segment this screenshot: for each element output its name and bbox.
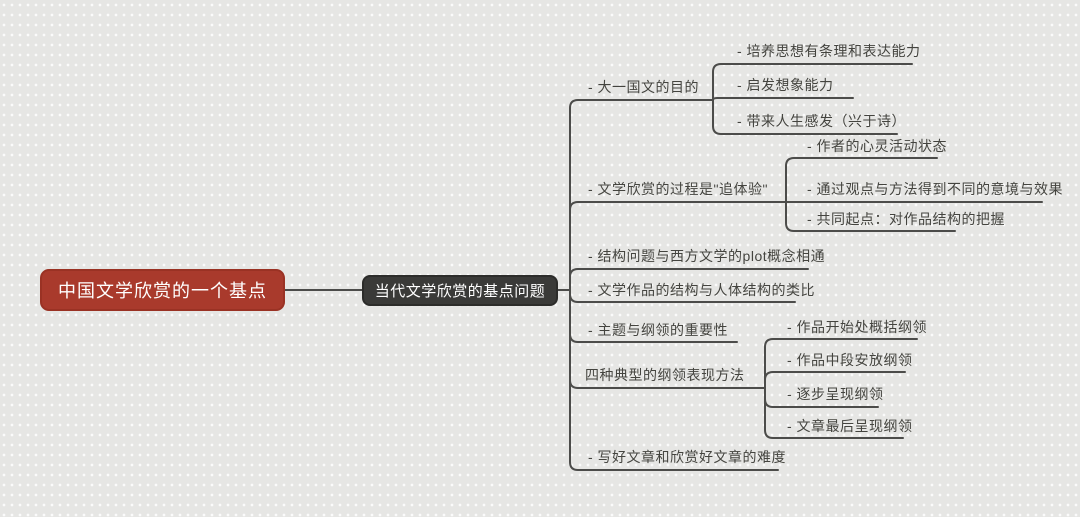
branch-5-label[interactable]: - 主题与纲领的重要性 <box>588 322 729 338</box>
link-branch-2-child-1 <box>785 157 938 203</box>
branch-6-child-2-label[interactable]: - 作品中段安放纲领 <box>787 352 913 368</box>
branch-2-child-1-label[interactable]: - 作者的心灵活动状态 <box>807 138 948 154</box>
branch-1-child-3-label[interactable]: - 带来人生感发（兴于诗） <box>737 113 907 129</box>
branch-1-child-1-label[interactable]: - 培养思想有条理和表达能力 <box>737 43 921 59</box>
link-branch-2-child-3 <box>785 201 956 232</box>
branch-2-child-3-label[interactable]: - 共同起点：对作品结构的把握 <box>807 211 1006 227</box>
center-node-label: 当代文学欣赏的基点问题 <box>374 283 546 300</box>
branch-6-child-4-label[interactable]: - 文章最后呈现纲领 <box>787 418 913 434</box>
branch-6-child-1-label[interactable]: - 作品开始处概括纲领 <box>787 319 928 335</box>
link-branch-3 <box>569 268 809 291</box>
root-node[interactable]: 中国文学欣赏的一个基点 <box>40 269 285 311</box>
link-branch-1-child-3 <box>712 99 898 135</box>
branch-1-label[interactable]: - 大一国文的目的 <box>588 79 700 95</box>
link-branch-7 <box>569 289 779 471</box>
link-branch-6-child-1 <box>764 338 918 389</box>
branch-2-label[interactable]: - 文学欣赏的过程是"追体验" <box>588 181 768 197</box>
branch-3-label[interactable]: - 结构问题与西方文学的plot概念相通 <box>588 248 826 264</box>
branch-1-child-2-label[interactable]: - 启发想象能力 <box>737 77 834 93</box>
link-branch-6-child-4 <box>764 387 904 439</box>
link-branch-2 <box>569 201 787 291</box>
link-branch-1 <box>569 99 714 291</box>
branch-2-child-2-label[interactable]: - 通过观点与方法得到不同的意境与效果 <box>807 181 1064 197</box>
link-branch-6-child-2 <box>764 371 906 389</box>
root-node-label: 中国文学欣赏的一个基点 <box>58 281 267 301</box>
branch-7-label[interactable]: - 写好文章和欣赏好文章的难度 <box>588 449 787 465</box>
link-branch-1-child-1 <box>712 63 913 101</box>
center-node[interactable]: 当代文学欣赏的基点问题 <box>362 275 558 306</box>
link-branch-1-child-2 <box>712 97 854 101</box>
branch-6-child-3-label[interactable]: - 逐步呈现纲领 <box>787 386 884 402</box>
branch-6-label[interactable]: 四种典型的纲领表现方法 <box>585 367 745 383</box>
branch-4-label[interactable]: - 文学作品的结构与人体结构的类比 <box>588 282 816 298</box>
